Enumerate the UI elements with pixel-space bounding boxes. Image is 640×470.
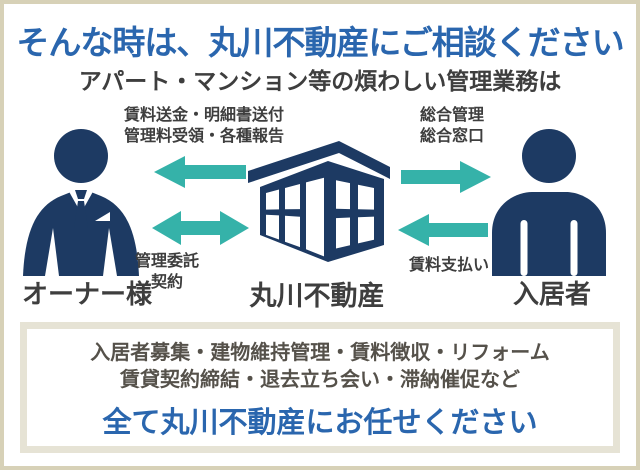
office-building-icon [242, 135, 392, 273]
owner-label: オーナー様 [21, 279, 152, 309]
flow-label-line: 賃料支払い [408, 257, 489, 274]
flow-label-line: 管理委託 [134, 253, 199, 270]
arrow-left-icon [154, 156, 246, 188]
page-subtitle: アパート・マンション等の煩わしい管理業務は [78, 68, 562, 94]
page-title: そんな時は、丸川不動産にご相談ください [16, 24, 624, 61]
services-box: 入居者募集・建物維持管理・賃料徴収・リフォーム 賃貸契約締結・退去立ち会い・滞納… [20, 322, 620, 453]
arrow-both-icon [152, 209, 249, 247]
flow-label-rent-payment: 賃料支払い [399, 255, 499, 276]
flow-label-line: 賃料送金・明細書送付 [123, 107, 284, 124]
flow-label-line: 総合管理 [419, 107, 484, 124]
services-line2: 賃貸契約締結・退去立ち会い・滞納催促など [120, 369, 520, 391]
businessman-icon [16, 128, 153, 276]
flow-label-line: 総合窓口 [419, 128, 484, 145]
tenant-label: 入居者 [512, 279, 591, 309]
flow-label-company-to-tenant: 総合管理 総合窓口 [387, 105, 517, 147]
person-icon [484, 128, 614, 276]
arrow-right-icon [401, 161, 491, 193]
arrow-left-icon [398, 214, 488, 246]
services-line1: 入居者募集・建物維持管理・賃料徴収・リフォーム [90, 342, 550, 364]
flow-label-line: 管理料受領・各種報告 [123, 128, 284, 145]
cta-text: 全て丸川不動産にお任せください [102, 407, 538, 439]
flow-label-company-to-owner: 賃料送金・明細書送付 管理料受領・各種報告 [99, 105, 309, 147]
flow-label-line: 契約 [150, 274, 183, 291]
company-label: 丸川不動産 [249, 281, 385, 311]
flow-label-management-contract: 管理委託 契約 [122, 251, 212, 293]
